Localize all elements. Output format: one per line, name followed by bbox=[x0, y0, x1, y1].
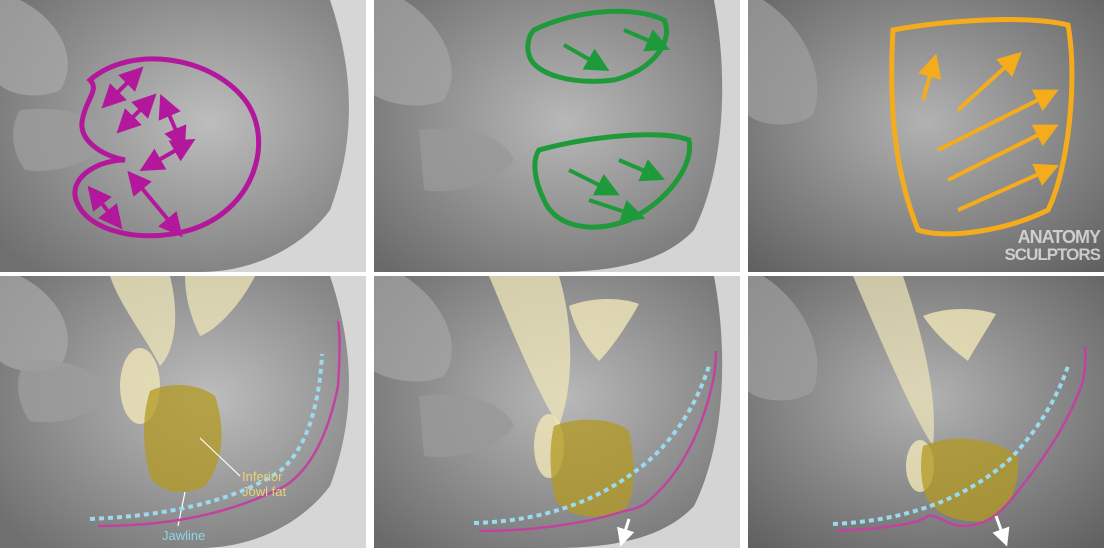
watermark-line2: SCULPTORS bbox=[980, 246, 1100, 264]
label-line1: Inferior bbox=[242, 469, 286, 484]
old-face-bottom-svg bbox=[748, 276, 1104, 548]
watermark-logo: ANATOMY SCULPTORS bbox=[980, 228, 1100, 264]
panel-old-muscle: ANATOMY SCULPTORS bbox=[748, 0, 1104, 272]
middle-face-top-svg bbox=[374, 0, 740, 272]
jawline-label: Jawline bbox=[162, 528, 205, 543]
inferior-jowl-fat-label: Inferior Jowl fat bbox=[242, 469, 286, 499]
panel-young-muscle bbox=[0, 0, 366, 272]
label-line2: Jowl fat bbox=[242, 484, 286, 499]
middle-face-bottom-svg bbox=[374, 276, 740, 548]
inferior-jowl-fat bbox=[550, 420, 633, 517]
young-face-top-svg bbox=[0, 0, 366, 272]
young-face-bottom-svg bbox=[0, 276, 366, 548]
inferior-jowl-fat bbox=[144, 385, 222, 492]
panel-middle-muscle bbox=[374, 0, 740, 272]
watermark-line1: ANATOMY bbox=[980, 228, 1100, 246]
panel-middle-fat bbox=[374, 276, 740, 548]
panel-old-fat bbox=[748, 276, 1104, 548]
panel-young-fat: Inferior Jowl fat Jawline bbox=[0, 276, 366, 548]
